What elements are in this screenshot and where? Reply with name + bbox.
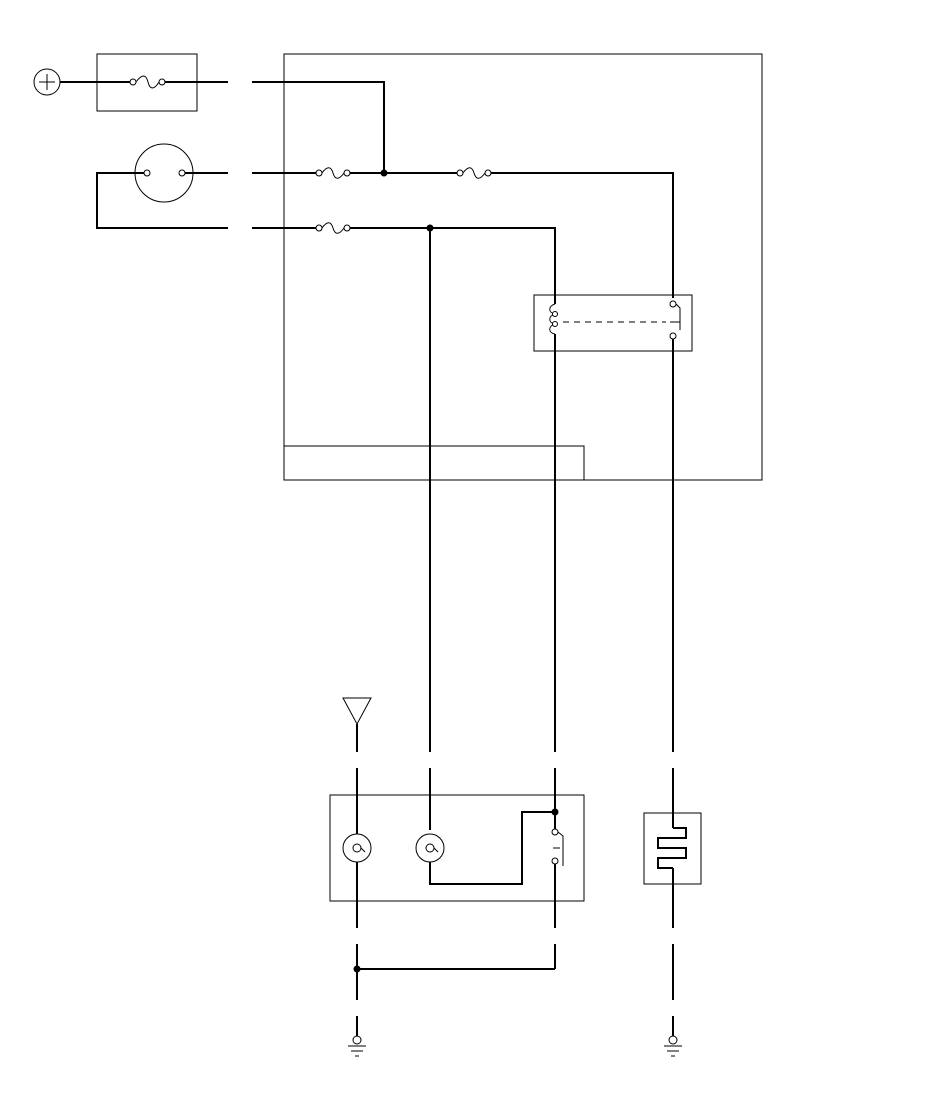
lamp-icon bbox=[415, 833, 445, 863]
wire-ignition-loop bbox=[96, 172, 228, 229]
wire-row3-out bbox=[350, 227, 556, 304]
battery-positive-icon bbox=[33, 68, 61, 96]
wire-row2-out bbox=[491, 172, 674, 298]
fuse-icon bbox=[456, 167, 492, 179]
wire-feed-bus bbox=[252, 81, 385, 173]
switch-icon bbox=[551, 812, 564, 866]
junction-node bbox=[353, 965, 361, 973]
connector-break bbox=[356, 768, 674, 830]
main-fuse-icon bbox=[129, 75, 166, 89]
antenna-icon bbox=[342, 697, 372, 752]
relay-icon bbox=[533, 294, 693, 352]
ground-icon bbox=[348, 1035, 366, 1057]
control-module bbox=[329, 794, 585, 902]
junction-node bbox=[380, 169, 388, 177]
fuse-icon bbox=[315, 222, 351, 234]
fuse-relay-panel bbox=[283, 53, 763, 481]
connector-break bbox=[356, 944, 674, 1000]
ground-icon bbox=[664, 1035, 682, 1057]
lamp-icon bbox=[342, 833, 372, 863]
wire-lamp2-return bbox=[429, 811, 555, 885]
fuse-icon bbox=[315, 167, 351, 179]
panel-connector-strip bbox=[283, 445, 585, 481]
